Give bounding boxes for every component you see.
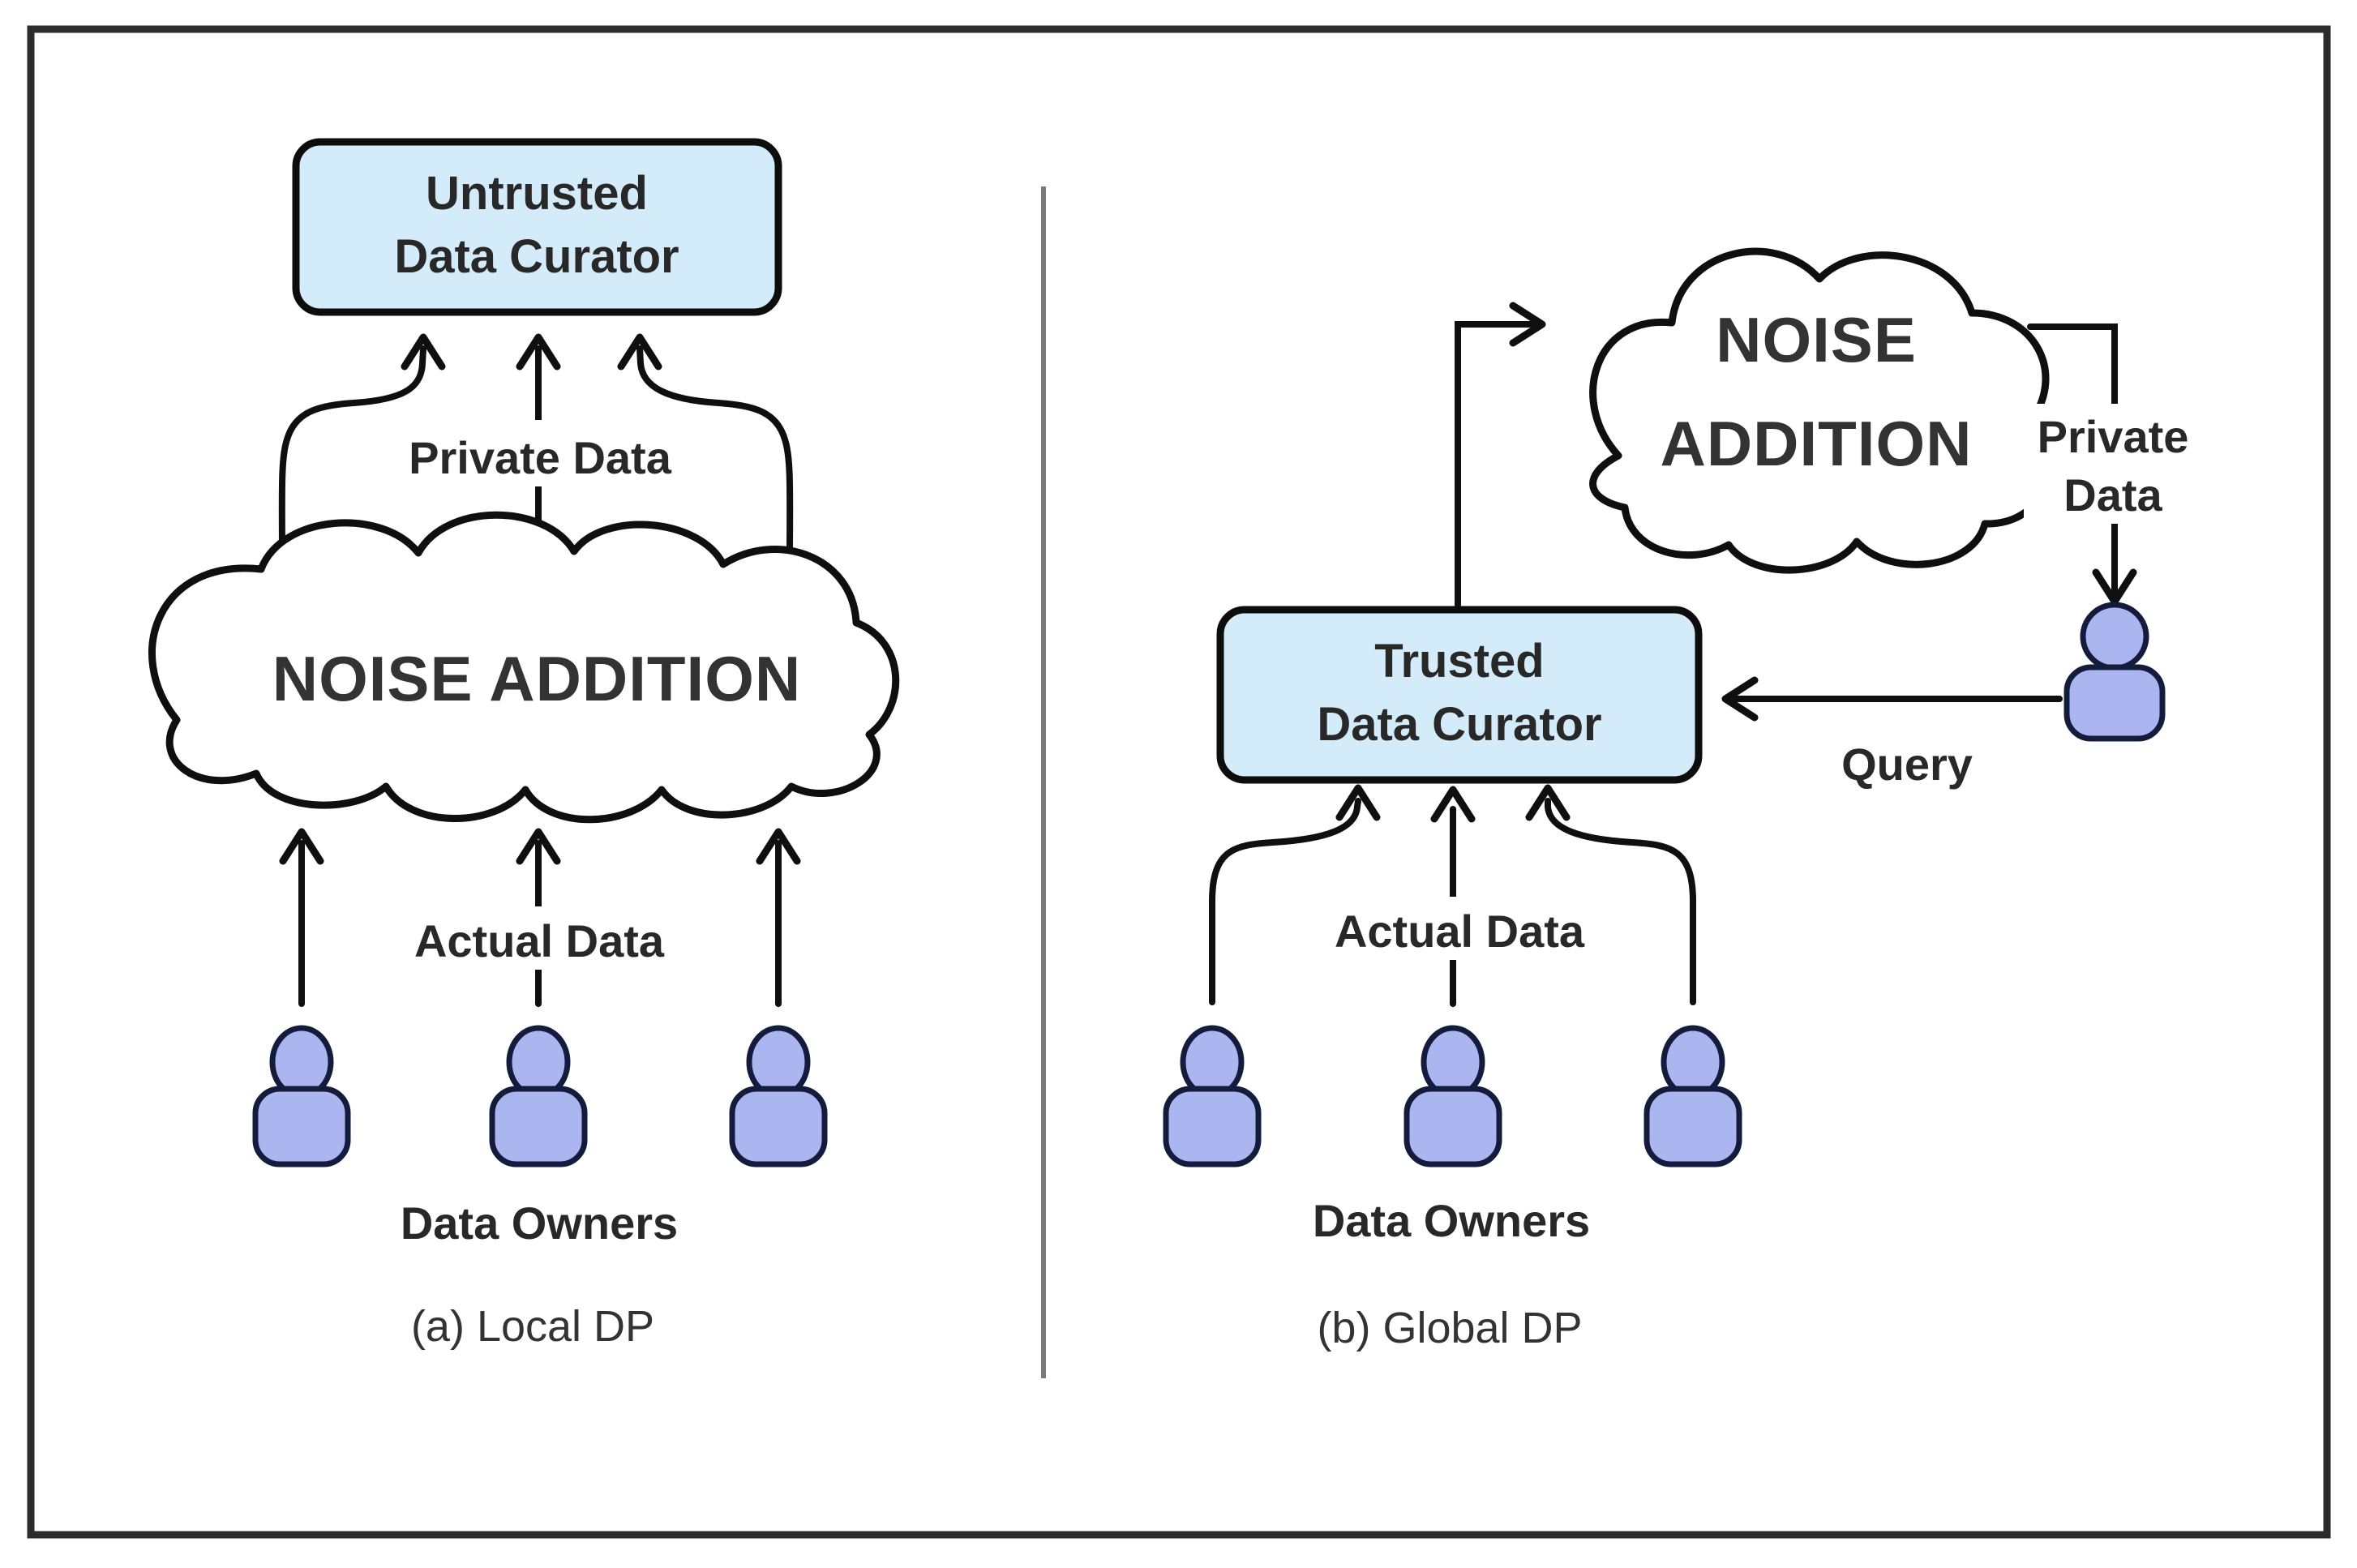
arrowhead-down-icon <box>2092 568 2137 606</box>
arrowhead-up-icon <box>617 333 662 371</box>
panel-global-dp: NOISE ADDITION Private Data Query Truste… <box>1166 247 2202 1352</box>
arrowhead-up-icon <box>1430 786 1476 823</box>
noise-addition-label-local: NOISE ADDITION <box>272 643 801 714</box>
data-owners-label: Data Owners <box>1313 1195 1590 1246</box>
arrowhead-left-icon <box>1721 676 1759 722</box>
trusted-curator-line1: Trusted <box>1374 635 1545 688</box>
noise-addition-label-global-line1: NOISE <box>1716 304 1917 375</box>
actual-data-label: Actual Data <box>1335 906 1585 957</box>
trusted-curator-box <box>1216 606 1703 784</box>
actual-data-label-backing <box>404 906 675 970</box>
private-data-label-line2: Data <box>2063 469 2162 521</box>
noise-addition-label-global-line2: ADDITION <box>1661 408 1973 479</box>
arrowhead-up-icon <box>516 333 561 371</box>
private-data-label-backing <box>402 420 678 486</box>
query-label: Query <box>1841 739 1973 790</box>
arrow-private-data-right <box>636 345 794 566</box>
arrowhead-up-icon <box>1335 784 1381 821</box>
private-data-label: Private Data <box>409 432 672 483</box>
data-owners-label: Data Owners <box>401 1197 678 1249</box>
arrowhead-up-icon <box>516 828 561 865</box>
actual-data-label-backing <box>1324 897 1595 960</box>
private-data-label-backing <box>2024 404 2202 524</box>
actual-data-label: Actual Data <box>414 915 665 966</box>
caption-local-dp: (a) Local DP <box>411 1302 654 1351</box>
caption-global-dp: (b) Global DP <box>1317 1304 1582 1352</box>
arrowhead-right-icon <box>1509 302 1546 347</box>
arrow-curator-to-cloud <box>1455 321 1539 608</box>
panel-local-dp: Private Data Untrusted Data Curator NOIS… <box>148 138 900 1351</box>
untrusted-curator-box <box>292 138 782 316</box>
arrow-actual-data-right <box>1545 798 1696 1005</box>
untrusted-curator-line2: Data Curator <box>394 230 679 283</box>
arrow-private-data-left <box>278 345 426 566</box>
noise-addition-cloud-local <box>148 511 900 824</box>
arrowhead-up-icon <box>756 828 801 865</box>
arrowhead-up-icon <box>1525 784 1571 821</box>
arrow-actual-data-left <box>1209 798 1361 1005</box>
arrowhead-up-icon <box>401 333 446 371</box>
trusted-curator-line2: Data Curator <box>1317 698 1601 751</box>
arrowhead-up-icon <box>279 828 324 865</box>
private-data-label-line1: Private <box>2038 411 2189 462</box>
untrusted-curator-line1: Untrusted <box>426 167 648 220</box>
